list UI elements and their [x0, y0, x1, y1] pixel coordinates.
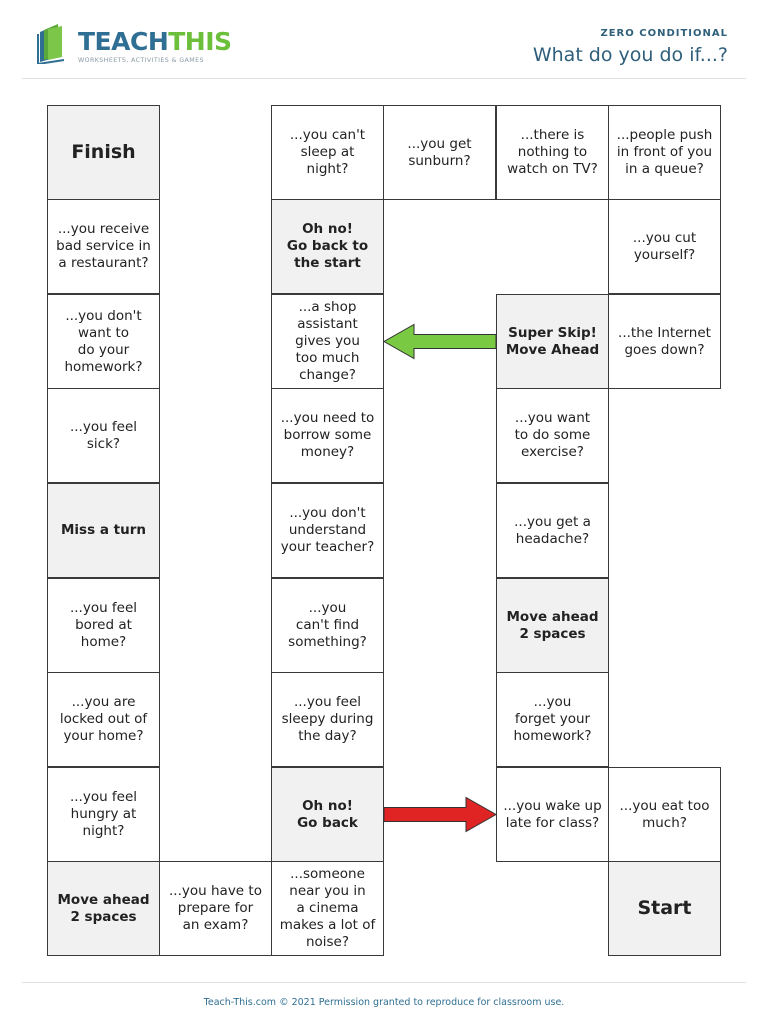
board-square: ...you can't sleep at night?: [271, 105, 384, 200]
board-square-text: Finish: [71, 141, 136, 163]
board-square: ...you wake up late for class?: [496, 767, 609, 862]
back-arrow: [383, 796, 498, 833]
board-square-text: ...you get a headache?: [514, 513, 591, 547]
board-square: ...you want to do some exercise?: [496, 388, 609, 483]
board-square-text: ...you want to do some exercise?: [514, 410, 591, 460]
board-square: ...you feel bored at home?: [47, 578, 160, 673]
board-square-text: ...people push in front of you in a queu…: [616, 127, 713, 177]
book-icon: [37, 24, 65, 64]
board-square-text: ...a shop assistant gives you too much c…: [295, 299, 360, 383]
board-square: ...you need to borrow some money?: [271, 388, 384, 483]
board-square-text: ...you feel sleepy during the day?: [281, 694, 374, 744]
board-square: ...you get a headache?: [496, 483, 609, 578]
finish-square: Finish: [47, 105, 160, 200]
board-square-text: Super Skip! Move Ahead: [505, 324, 600, 358]
board-square-text: Start: [637, 897, 692, 919]
brand-name: TEACHTHIS: [78, 27, 232, 56]
board-square-text: Oh no! Go back: [297, 797, 358, 831]
board-square-text: ...you feel hungry at night?: [69, 789, 138, 839]
skip-arrow: [382, 323, 497, 360]
board-square: Oh no! Go back to the start: [271, 199, 384, 294]
board-square: Oh no! Go back: [271, 767, 384, 862]
footer-divider: [22, 982, 746, 983]
board-square-text: ...you wake up late for class?: [503, 797, 602, 831]
worksheet-topic: ZERO CONDITIONAL: [600, 28, 728, 39]
board-square: Move ahead 2 spaces: [496, 578, 609, 673]
board-square-text: ...someone near you in a cinema makes a …: [279, 866, 376, 950]
board-square-text: ...you are locked out of your home?: [59, 694, 148, 744]
board-square: ...you feel sick?: [47, 388, 160, 483]
board-square-text: ...the Internet goes down?: [618, 324, 711, 358]
board-square: ...you receive bad service in a restaura…: [47, 199, 160, 294]
board-square: ...you get sunburn?: [383, 105, 496, 200]
board-square: ...you feel sleepy during the day?: [271, 672, 384, 767]
board-square: ...you feel hungry at night?: [47, 767, 160, 862]
board-square-text: ...there is nothing to watch on TV?: [507, 127, 598, 177]
footer-copyright: Teach-This.com © 2021 Permission granted…: [203, 997, 565, 1008]
board-square: ...you forget your homework?: [496, 672, 609, 767]
board-square: Super Skip! Move Ahead: [496, 294, 609, 389]
board-square: ...you are locked out of your home?: [47, 672, 160, 767]
header-divider: [22, 78, 746, 79]
board-square-text: ...you get sunburn?: [407, 135, 472, 169]
board-square-text: ...you can't sleep at night?: [289, 127, 366, 177]
brand-tagline: WORKSHEETS, ACTIVITIES & GAMES: [78, 57, 204, 64]
board-square-text: ...you don't understand your teacher?: [280, 505, 375, 555]
board-square: ...there is nothing to watch on TV?: [496, 105, 609, 200]
board-square: ...you don't understand your teacher?: [271, 483, 384, 578]
board-square-text: ...you need to borrow some money?: [280, 410, 375, 460]
board-square-text: ...you forget your homework?: [513, 694, 592, 744]
page-title: What do you do if...?: [532, 44, 728, 66]
board-square: ...you cut yourself?: [608, 199, 721, 294]
header: TEACHTHIS WORKSHEETS, ACTIVITIES & GAMES…: [0, 0, 768, 80]
board-square-text: ...you feel bored at home?: [69, 600, 138, 650]
board-square-text: ...you don't want to do your homework?: [64, 307, 143, 375]
board-square-text: Move ahead 2 spaces: [57, 891, 150, 925]
board-square-text: ...you can't find something?: [288, 600, 367, 650]
board-square-text: Move ahead 2 spaces: [506, 608, 599, 642]
board-square: Miss a turn: [47, 483, 160, 578]
board-square-text: ...you eat too much?: [619, 797, 710, 831]
board-square: ...people push in front of you in a queu…: [608, 105, 721, 200]
board-square: Move ahead 2 spaces: [47, 861, 160, 956]
board-square: ...you don't want to do your homework?: [47, 294, 160, 389]
board-square-text: ...you feel sick?: [69, 418, 138, 452]
teach-this-logo: TEACHTHIS WORKSHEETS, ACTIVITIES & GAMES: [36, 24, 236, 70]
board-square: ...the Internet goes down?: [608, 294, 721, 389]
board-square-text: ...you cut yourself?: [632, 229, 697, 263]
board-square-text: Miss a turn: [61, 522, 146, 538]
board-square-text: ...you have to prepare for an exam?: [169, 883, 262, 933]
board-square: ...you can't find something?: [271, 578, 384, 673]
board-square: ...you have to prepare for an exam?: [159, 861, 272, 956]
board-square-text: Oh no! Go back to the start: [286, 221, 369, 271]
board-square-text: ...you receive bad service in a restaura…: [56, 221, 151, 271]
